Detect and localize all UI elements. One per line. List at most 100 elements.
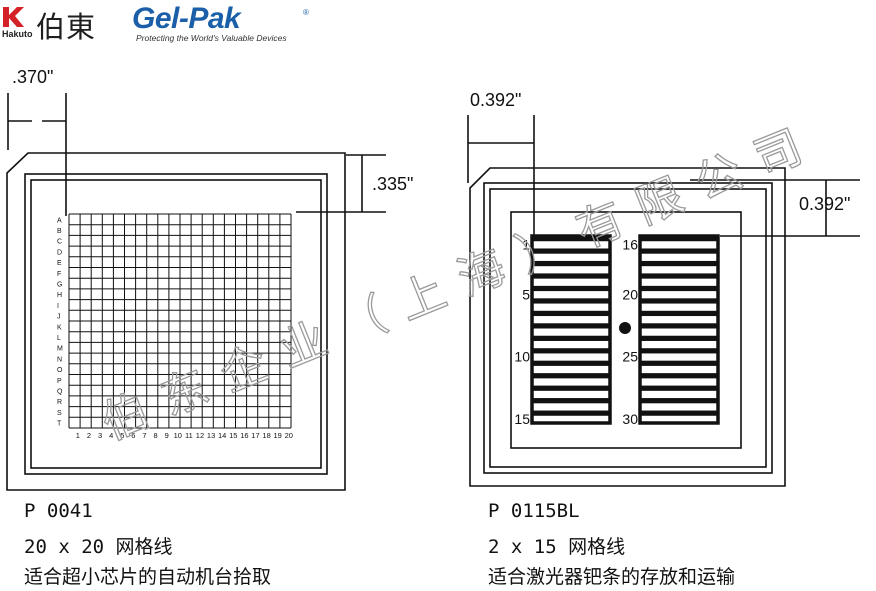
slot-divider <box>640 236 718 242</box>
column-label: 16 <box>240 431 248 440</box>
slot-divider <box>640 285 718 292</box>
slot-divider <box>640 323 718 329</box>
right-tray-frame-inner <box>489 188 767 468</box>
slot-divider <box>640 298 718 304</box>
slot-divider <box>640 260 718 267</box>
slot-divider <box>640 398 718 404</box>
slot-divider <box>640 348 718 354</box>
row-label: K <box>57 324 62 331</box>
column-label: 1 <box>76 431 80 440</box>
gelpak-logo: Gel-Pak ® Protecting the World's Valuabl… <box>132 2 312 44</box>
row-label: R <box>57 399 62 406</box>
gelpak-brand-name: Gel-Pak <box>132 2 241 35</box>
left-height-dimension: .335" <box>372 174 413 194</box>
gelpak-registered-mark: ® <box>303 8 309 17</box>
row-label: N <box>57 356 62 363</box>
row-label: D <box>57 249 62 256</box>
row-label: I <box>57 303 59 310</box>
column-label: 8 <box>153 431 157 440</box>
right-use-caption: 适合激光器钯条的存放和运输 <box>488 566 736 588</box>
left-grid-caption: 20 x 20 网格线 <box>24 536 173 558</box>
row-label: T <box>57 421 62 428</box>
column-label: 15 <box>229 431 237 440</box>
slot-label-left: 5 <box>522 286 530 302</box>
left-tray-frame-inner <box>30 179 322 469</box>
right-width-dimension: 0.392" <box>470 90 521 110</box>
row-label: B <box>57 228 62 235</box>
row-label: G <box>57 282 62 289</box>
slot-label-left: 10 <box>514 349 530 365</box>
right-tray-pocket-outline <box>510 211 742 449</box>
hakuto-logo: Hakuto 伯東 <box>2 4 120 44</box>
row-label: P <box>57 378 62 385</box>
slot-label-right: 25 <box>622 349 638 365</box>
left-tray-outline <box>6 152 346 491</box>
slot-label-right: 20 <box>622 286 638 302</box>
column-label: 6 <box>131 431 135 440</box>
slot-divider <box>640 310 718 317</box>
slot-divider <box>532 248 610 254</box>
right-height-dimension: 0.392" <box>799 194 850 214</box>
row-label: C <box>57 239 62 246</box>
left-tray-frame-outer <box>24 173 328 475</box>
left-grid <box>68 213 292 429</box>
slot-divider <box>532 373 610 379</box>
slot-label-left: 15 <box>514 411 530 427</box>
slot-divider <box>532 323 610 329</box>
slot-divider <box>640 385 718 391</box>
row-label: H <box>57 292 62 299</box>
column-label: 17 <box>251 431 259 440</box>
row-label: A <box>57 217 62 224</box>
slot-divider <box>532 385 610 391</box>
column-label: 3 <box>98 431 102 440</box>
row-label: O <box>57 367 63 374</box>
slot-divider <box>640 360 718 366</box>
row-label: J <box>57 314 61 321</box>
column-label: 12 <box>196 431 204 440</box>
slot-divider <box>532 398 610 404</box>
column-label: 20 <box>285 431 293 440</box>
row-label: F <box>57 271 61 278</box>
left-width-dimension: .370" <box>12 67 53 87</box>
slot-divider <box>640 273 718 279</box>
slot-divider <box>532 360 610 366</box>
slot-divider <box>640 335 718 341</box>
slot-label-right: 30 <box>622 411 638 427</box>
slot-divider <box>532 298 610 304</box>
column-label: 7 <box>142 431 146 440</box>
column-label: 10 <box>174 431 182 440</box>
hakuto-mark-icon <box>3 7 24 27</box>
slot-divider <box>640 373 718 379</box>
right-tray-frame-outer <box>483 182 773 474</box>
slot-divider <box>532 273 610 279</box>
slot-divider <box>532 335 610 341</box>
right-tray-drawing <box>467 115 860 487</box>
left-tray-drawing <box>6 93 386 491</box>
row-label: L <box>57 335 61 342</box>
slot-divider <box>532 348 610 354</box>
column-label: 11 <box>185 431 193 440</box>
column-label: 19 <box>274 431 282 440</box>
slot-divider <box>532 310 610 317</box>
gelpak-tagline: Protecting the World's Valuable Devices <box>136 33 287 43</box>
column-label: 18 <box>262 431 270 440</box>
column-label: 2 <box>87 431 91 440</box>
slot-label-left: 1 <box>522 236 530 252</box>
row-label: E <box>57 260 62 267</box>
right-grid-caption: 2 x 15 网格线 <box>488 536 626 558</box>
right-model-caption: P 0115BL <box>488 500 580 522</box>
right-tray-outline <box>469 167 786 487</box>
column-label: 14 <box>218 431 226 440</box>
slot-divider <box>532 410 610 416</box>
hakuto-sub-label: Hakuto <box>2 29 33 39</box>
column-label: 4 <box>109 431 113 440</box>
slot-divider <box>532 285 610 292</box>
row-label: S <box>57 410 62 417</box>
slot-divider <box>640 410 718 416</box>
left-model-caption: P 0041 <box>24 500 93 522</box>
left-use-caption: 适合超小芯片的自动机台拾取 <box>24 566 272 588</box>
